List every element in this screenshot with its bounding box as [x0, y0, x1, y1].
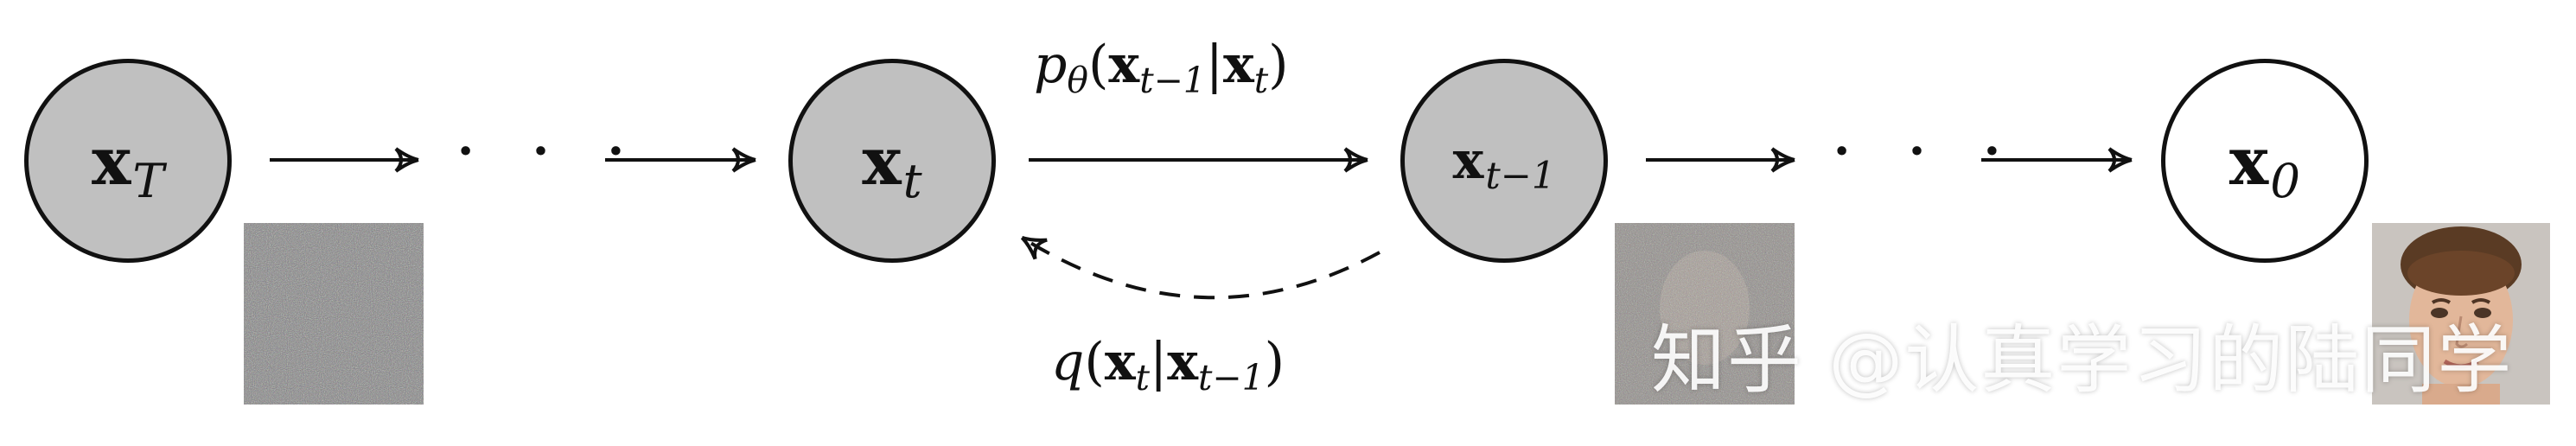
node-xt: xt: [788, 59, 996, 263]
ellipsis-right: · · ·: [1831, 111, 2019, 191]
noise-texture: [244, 223, 424, 405]
noisy-face-texture: [1615, 223, 1795, 405]
node-xt-label: xt: [862, 122, 922, 208]
noisy-face-image: [1615, 223, 1795, 405]
node-x0: x0: [2161, 59, 2369, 263]
node-xt1-label: xt−1: [1452, 131, 1556, 199]
zhihu-watermark: 知乎 @认真学习的陆同学: [1651, 317, 2514, 404]
forward-process-label: q(xt|xt−1): [1051, 332, 1285, 399]
node-xt1: xt−1: [1400, 59, 1608, 263]
clean-face-image: [2372, 223, 2550, 405]
noise-image-xT: [244, 223, 424, 405]
node-xT: xT: [24, 59, 232, 263]
node-x0-label: x0: [2228, 122, 2301, 208]
ellipsis-left: · · ·: [455, 111, 643, 191]
face-illustration: [2372, 223, 2550, 405]
node-xT-label: xT: [92, 122, 164, 208]
reverse-process-label: pθ(xt−1|xt): [1034, 35, 1289, 102]
arrow-xt1-to-xt-dashed: [1020, 236, 1380, 300]
